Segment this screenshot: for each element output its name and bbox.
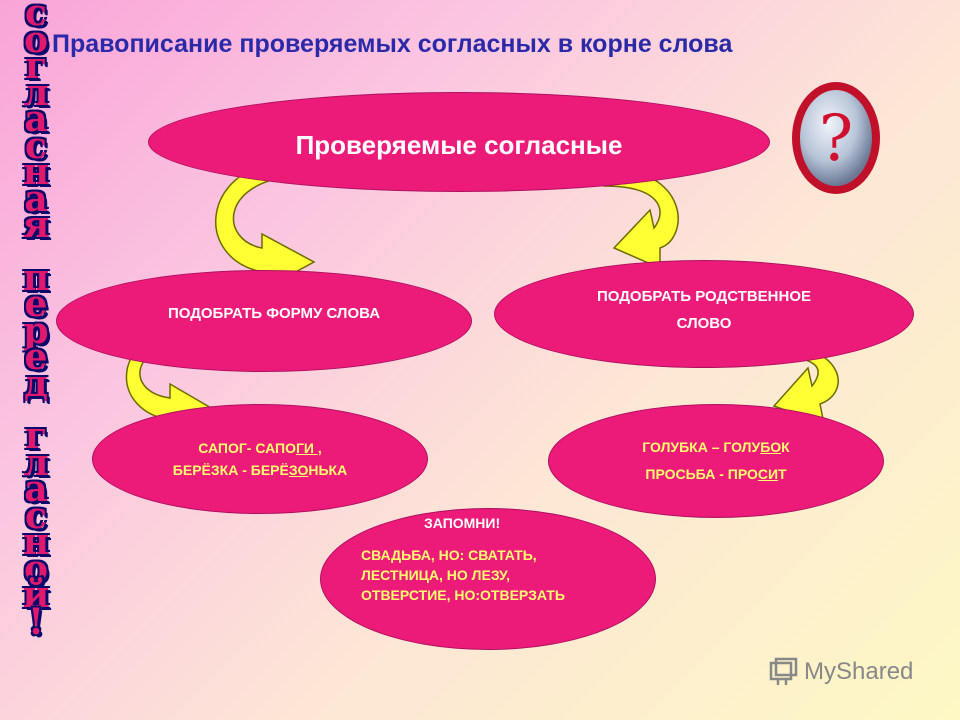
- vertical-letter: е: [24, 283, 48, 325]
- slide-title: Правописание проверяемых согласных в кор…: [52, 30, 733, 58]
- main-ellipse: Проверяемые согласные: [148, 92, 770, 192]
- memo-ellipse: ЗАПОМНИ! СВАДЬБА, НО: СВАТАТЬ, ЛЕСТНИЦА,…: [320, 508, 656, 650]
- vertical-letter: о: [23, 547, 48, 590]
- vertical-letter: й: [22, 574, 50, 616]
- logo-icon: [769, 657, 798, 685]
- question-mark-icon: ?: [792, 82, 880, 194]
- left-ellipse: ПОДОБРАТЬ ФОРМУ СЛОВА: [56, 270, 472, 372]
- example-ellipse-form: САПОГ- САПОГИ , БЕРЁЗКА - БЕРЁЗОНЬКА: [92, 404, 428, 514]
- memo-line2: ЛЕСТНИЦА, НО ЛЕЗУ,: [361, 567, 511, 583]
- vertical-letter: г: [24, 45, 48, 87]
- example-form-line1: САПОГ- САПОГИ ,: [198, 440, 322, 456]
- vertical-letter: д: [24, 362, 48, 405]
- vertical-letter: а: [24, 98, 48, 140]
- example-ellipse-related: ГОЛУБКА – ГОЛУБОК ПРОСЬБА - ПРОСИТ: [548, 404, 884, 518]
- example-related-line2: ПРОСЬБА - ПРОСИТ: [645, 466, 787, 482]
- example-related-line1: ГОЛУБКА – ГОЛУБОК: [642, 439, 790, 455]
- right-label-line1: ПОДОБРАТЬ РОДСТВЕННОЕ: [596, 288, 812, 305]
- memo-line3: ОТВЕРСТИЕ, НО:ОТВЕРЗАТЬ: [361, 587, 565, 603]
- myshared-logo: MyShared: [768, 654, 913, 690]
- vertical-letter: н: [22, 521, 50, 563]
- vertical-letter: г: [24, 415, 48, 457]
- vertical-letter: е: [24, 336, 48, 378]
- logo-text: MyShared: [804, 658, 914, 685]
- vertical-letter: а: [24, 468, 48, 510]
- vertical-letter: п: [22, 256, 50, 299]
- example-form-text: САПОГ- САПОГИ , БЕРЁЗКА - БЕРЁЗОНЬКА: [173, 437, 347, 481]
- memo-heading: ЗАПОМНИ!: [424, 515, 501, 531]
- right-label-line2: СЛОВО: [676, 315, 732, 332]
- vertical-letter: !: [28, 600, 44, 643]
- vertical-letter: л: [23, 441, 49, 484]
- right-label: ПОДОБРАТЬ РОДСТВЕННОЕ СЛОВО: [597, 283, 811, 337]
- question-mark-glyph: ?: [819, 102, 853, 176]
- example-related-text: ГОЛУБКА – ГОЛУБОК ПРОСЬБА - ПРОСИТ: [642, 434, 789, 488]
- right-ellipse: ПОДОБРАТЬ РОДСТВЕННОЕ СЛОВО: [494, 260, 914, 368]
- memo-line1: СВАДЬБА, НО: СВАТАТЬ,: [361, 547, 537, 563]
- vertical-letter: н: [22, 151, 50, 193]
- vertical-letter: л: [23, 71, 49, 114]
- example-form-line2: БЕРЁЗКА - БЕРЁЗОНЬКА: [172, 462, 348, 478]
- vertical-letter: с: [25, 124, 47, 167]
- vertical-letter: с: [25, 0, 47, 34]
- vertical-letter: а: [24, 177, 48, 220]
- memo-body: СВАДЬБА, НО: СВАТАТЬ, ЛЕСТНИЦА, НО ЛЕЗУ,…: [361, 545, 565, 605]
- vertical-letter: с: [25, 494, 47, 537]
- left-label: ПОДОБРАТЬ ФОРМУ СЛОВА: [167, 304, 381, 322]
- vertical-letter: р: [23, 309, 49, 352]
- main-label: Проверяемые согласные: [295, 129, 623, 160]
- vertical-letter: я: [22, 204, 50, 246]
- vertical-letter: о: [23, 18, 48, 61]
